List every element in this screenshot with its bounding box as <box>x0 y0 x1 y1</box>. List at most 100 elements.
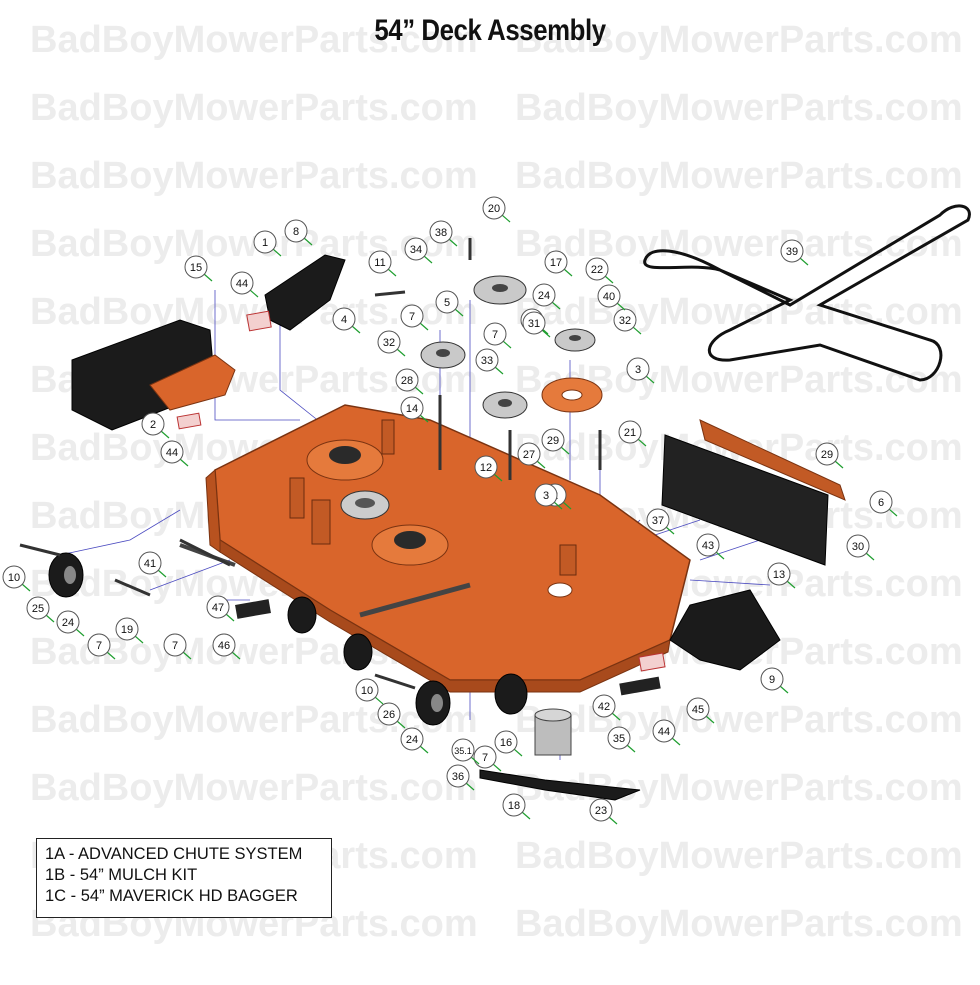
callout-circle <box>212 633 236 657</box>
callout-32: 32 <box>377 330 406 357</box>
callout-circle <box>767 562 791 586</box>
callout-number: 18 <box>508 800 520 812</box>
callout-number: 36 <box>452 771 464 783</box>
callout-32: 32 <box>613 308 642 335</box>
callout-circle <box>780 239 804 263</box>
callout-number: 37 <box>652 515 664 527</box>
callout-circle <box>368 250 392 274</box>
callout-circle <box>597 284 621 308</box>
callout-circle <box>284 219 308 243</box>
callout-number: 14 <box>406 403 418 415</box>
callout-38: 38 <box>429 220 458 247</box>
callout-number: 42 <box>598 701 610 713</box>
callout-24: 24 <box>532 283 561 310</box>
callout-circle <box>400 304 424 328</box>
callout-circle <box>395 368 419 392</box>
callout-circle <box>446 764 470 788</box>
callout-19: 19 <box>115 617 144 644</box>
callout-number: 30 <box>852 541 864 553</box>
callout-circle <box>646 508 670 532</box>
watermark-text: BadBoyMowerParts.com <box>30 155 478 197</box>
callout-circle <box>377 702 401 726</box>
callout-37: 37 <box>646 508 675 535</box>
callout-44: 44 <box>230 271 259 298</box>
callout-circle <box>686 697 710 721</box>
callout-27: 27 <box>517 442 546 469</box>
callout-circle <box>626 357 650 381</box>
callout-number: 17 <box>550 257 562 269</box>
callout-circle <box>613 308 637 332</box>
callout-number: 4 <box>341 314 347 326</box>
callout-number: 47 <box>212 602 224 614</box>
callout-number: 24 <box>406 734 418 746</box>
callout-25: 25 <box>26 596 55 623</box>
watermark-text: BadBoyMowerParts.com <box>515 903 963 945</box>
legend-item: 1C - 54” MAVERICK HD BAGGER <box>45 887 298 905</box>
callout-8: 8 <box>284 219 313 246</box>
callout-13: 13 <box>767 562 796 589</box>
callout-circle <box>451 738 475 762</box>
callout-number: 38 <box>435 227 447 239</box>
callout-circle <box>618 420 642 444</box>
callout-circle <box>652 719 676 743</box>
callout-circle <box>522 311 546 335</box>
callout-circle <box>534 483 558 507</box>
callout-number: 5 <box>444 297 450 309</box>
callout-number: 8 <box>293 226 299 238</box>
callout-10: 10 <box>355 678 384 705</box>
callout-circle <box>482 196 506 220</box>
callout-circle <box>230 271 254 295</box>
watermark-text: BadBoyMowerParts.com <box>515 223 963 265</box>
callout-number: 24 <box>538 290 550 302</box>
discharge-chute <box>71 319 236 431</box>
callout-number: 10 <box>8 572 20 584</box>
callout-16: 16 <box>494 730 523 757</box>
callout-29: 29 <box>541 428 570 455</box>
callout-number: 32 <box>619 315 631 327</box>
callout-number: 16 <box>500 737 512 749</box>
callout-number: 15 <box>190 262 202 274</box>
callout-circle <box>760 667 784 691</box>
callout-20: 20 <box>482 196 511 223</box>
callout-circle <box>355 678 379 702</box>
legend-item: 1B - 54” MULCH KIT <box>45 866 198 884</box>
callout-number: 43 <box>702 540 714 552</box>
callout-number: 35 <box>613 733 625 745</box>
callout-circle <box>532 283 556 307</box>
callout-6: 6 <box>869 490 898 517</box>
callout-39: 39 <box>780 239 809 266</box>
callout-number: 7 <box>96 640 102 652</box>
callout-12: 12 <box>474 455 503 482</box>
callout-3: 3 <box>534 483 563 510</box>
watermark-text: BadBoyMowerParts.com <box>515 699 963 741</box>
callout-45: 45 <box>686 697 715 724</box>
callout-7: 7 <box>483 322 512 349</box>
callout-24: 24 <box>400 727 429 754</box>
callout-number: 10 <box>361 685 373 697</box>
legend-item: 1A - ADVANCED CHUTE SYSTEM <box>45 845 303 863</box>
callout-circle <box>473 745 497 769</box>
watermark-text: BadBoyMowerParts.com <box>30 87 478 129</box>
callout-circle <box>400 396 424 420</box>
callout-circle <box>483 322 507 346</box>
callout-17: 17 <box>544 250 573 277</box>
callout-7: 7 <box>400 304 429 331</box>
callout-number: 7 <box>482 752 488 764</box>
callout-number: 29 <box>547 435 559 447</box>
watermark-text: BadBoyMowerParts.com <box>515 19 963 61</box>
callout-number: 23 <box>595 805 607 817</box>
callout-number: 13 <box>773 569 785 581</box>
callout-number: 28 <box>401 375 413 387</box>
callout-number: 31 <box>528 318 540 330</box>
callout-circle <box>253 230 277 254</box>
callout-46: 46 <box>212 633 241 660</box>
callout-42: 42 <box>592 694 621 721</box>
callout-number: 44 <box>166 447 178 459</box>
callout-circle <box>26 596 50 620</box>
callout-circle <box>592 694 616 718</box>
callout-43: 43 <box>696 533 725 560</box>
callout-circle <box>607 726 631 750</box>
callout-circle <box>184 255 208 279</box>
callout-2: 2 <box>141 412 170 439</box>
